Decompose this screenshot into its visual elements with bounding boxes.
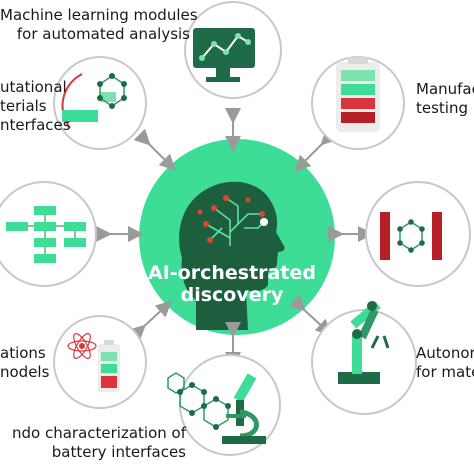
simulations-label: ations nodels	[0, 344, 50, 382]
monitor-line-chart-icon	[193, 28, 255, 82]
autonomous-label: Autonor for mate	[416, 344, 474, 382]
hub-label-line1: AI-orchestrated	[148, 262, 316, 284]
hub-label: AI-orchestrated discovery	[130, 262, 334, 306]
node-manufacturing	[311, 56, 405, 150]
autonomous-label-line1: Autonor	[416, 344, 474, 362]
computational-label-line3: nterfaces	[0, 116, 71, 134]
electrode-molecule-icon	[380, 212, 442, 260]
node-computational	[53, 56, 147, 150]
hub-label-line2: discovery	[180, 284, 284, 306]
node-databases	[0, 181, 97, 287]
node-characterization	[167, 354, 281, 456]
ml-label-line2: for automated analysis	[16, 25, 190, 43]
head-silhouette	[179, 181, 285, 330]
robot-arm-icon	[338, 300, 390, 384]
simulations-label-line2: nodels	[0, 363, 50, 381]
simulations-label-line1: ations	[0, 344, 46, 362]
characterization-label-line2: battery interfaces	[51, 443, 186, 461]
ml-label: Machine learning modules for automated a…	[0, 6, 198, 44]
flowchart-icon	[6, 206, 86, 263]
node-synthesis	[365, 181, 471, 287]
manufacturing-label-line1: Manufac	[416, 80, 474, 98]
circuit-nodes	[197, 195, 268, 243]
computational-label: utational terials nterfaces	[0, 78, 71, 135]
ml-label-line1: Machine learning modules	[0, 6, 198, 24]
computational-label-line1: utational	[0, 78, 67, 96]
microscope-icon	[167, 372, 266, 444]
manufacturing-label-line2: testing	[416, 99, 469, 117]
characterization-label-line1: ndo characterization of	[12, 424, 186, 442]
manufacturing-label: Manufac testing	[416, 80, 474, 118]
node-autonomous	[311, 300, 417, 415]
autonomous-label-line2: for mate	[416, 363, 474, 381]
computational-label-line2: terials	[0, 97, 47, 115]
characterization-label: ndo characterization of battery interfac…	[0, 424, 186, 462]
atom-battery-icon	[67, 333, 120, 392]
battery-cells-icon	[336, 57, 380, 132]
node-simulations	[53, 315, 147, 409]
node-ml	[184, 1, 282, 99]
molecule-interface-icon	[62, 73, 127, 122]
